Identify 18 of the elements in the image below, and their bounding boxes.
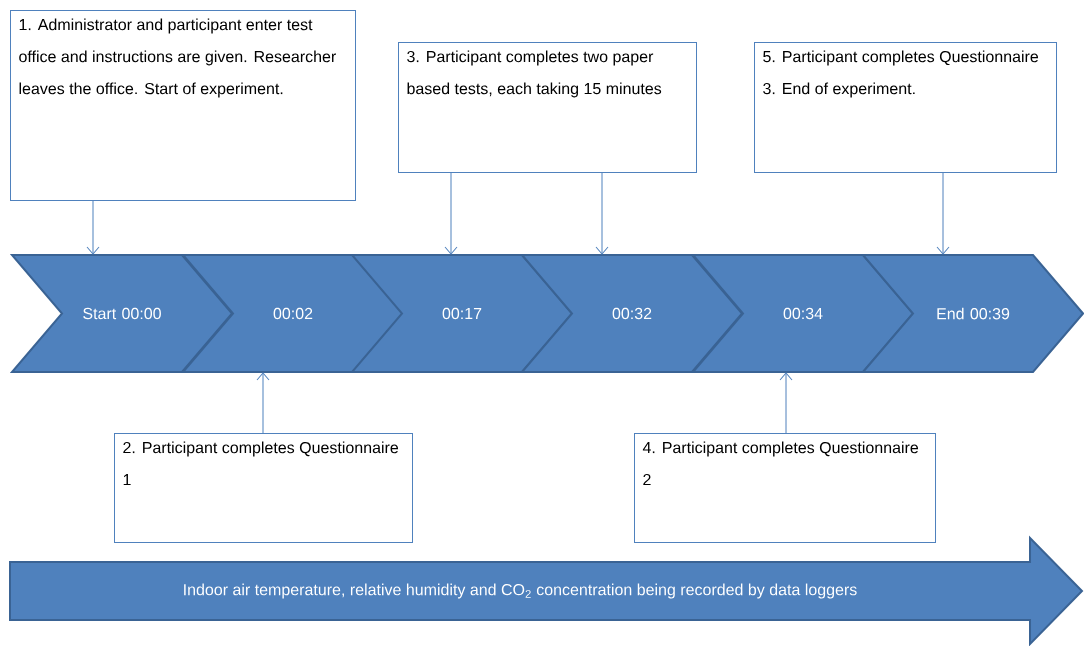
chevron-step: 00:34 bbox=[690, 254, 915, 373]
text-box: 1. Administrator and participant enter test office and instructions are given. Researcher leaves the office. Start of experiment. bbox=[10, 10, 356, 201]
text-box: 3. Participant completes two paper based tests, each taking 15 minutes bbox=[398, 42, 697, 173]
arrow bbox=[86, 200, 100, 255]
chevron-step: End 00:39 bbox=[860, 254, 1084, 373]
node-label: End 00:39 bbox=[937, 307, 1010, 320]
arrow bbox=[779, 372, 793, 434]
arrow bbox=[444, 172, 458, 255]
text-box: 2. Participant completes Questionnaire 1 bbox=[114, 433, 413, 543]
arrow bbox=[595, 172, 609, 255]
chevron-step: Start 00:00 bbox=[9, 254, 234, 373]
chevron-step: 00:02 bbox=[180, 254, 405, 373]
text-box: 5. Participant completes Questionnaire 3. End of experiment. bbox=[754, 42, 1057, 173]
arrow bbox=[936, 172, 950, 255]
arrow bbox=[256, 372, 270, 434]
chevron-step: 00:17 bbox=[349, 254, 574, 373]
text-box: 4. Participant completes Questionnaire 2 bbox=[634, 433, 936, 543]
chevron-step: 00:32 bbox=[519, 254, 744, 373]
